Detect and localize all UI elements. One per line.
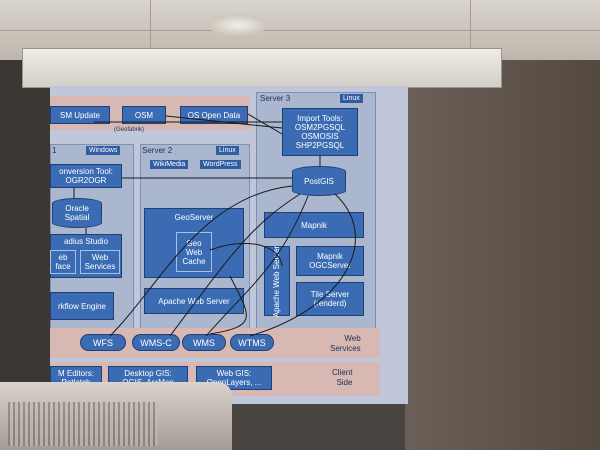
osm-box: OSM [122, 106, 166, 124]
server1-title: 1 [52, 146, 57, 155]
conversion-tool-box: onversion Tool: OGR2OGR [50, 164, 122, 188]
mapnik-ogc-line1: Mapnik [317, 252, 343, 261]
radius-web-line1: eb [58, 253, 68, 262]
connector-lines [73, 113, 356, 337]
osm-update-label: SM Update [59, 110, 101, 120]
radius-web-services-box: Web Services [80, 250, 120, 274]
geowebcache-line1: Geo [186, 238, 202, 248]
device-grille [8, 402, 158, 446]
import-tool-shp2pgsql: SHP2PGSQL [295, 141, 345, 150]
projector-screen-case [22, 48, 502, 88]
conversion-tool-line2: OGR2OGR [65, 176, 107, 185]
postgis-cylinder: PostGIS [292, 166, 346, 196]
ceiling-seam [470, 0, 471, 60]
oracle-line2: Spatial [64, 213, 90, 222]
connector-line [169, 193, 301, 337]
web-gis-line2: OpenLayers, ... [206, 378, 262, 387]
web-services-caption: Web Services [330, 334, 361, 354]
wordpress-tag: WordPress [200, 160, 241, 169]
osm-source-note: (Geofabrik) [114, 127, 145, 133]
workflow-engine-box: rkflow Engine [50, 292, 114, 320]
wfs-label: WFS [93, 337, 113, 348]
client-side-caption-line2: Side [336, 378, 353, 387]
wfs-pill: WFS [80, 334, 126, 351]
server1-os-tag: Windows [86, 146, 121, 155]
web-gis-box: Web GIS: OpenLayers, ... [196, 366, 272, 390]
connector-line [209, 275, 247, 335]
conversion-tool-line1: onversion Tool: [59, 167, 113, 176]
osm-editors-line1: M Editors: [57, 369, 94, 378]
ceiling-seam [150, 0, 151, 60]
radius-web-line2: face [55, 262, 71, 271]
connector-line [249, 193, 356, 337]
tile-server-line2: (renderd) [313, 299, 347, 308]
geoserver-label: GeoServer [174, 213, 214, 222]
oracle-line1: Oracle [65, 204, 89, 213]
server3-os-tag: Linux [340, 94, 363, 103]
import-tools-box: Import Tools: OSM2PGSQL OSMOSIS SHP2PGSQ… [282, 108, 358, 156]
apache-web-server-box: Apache Web Server [144, 288, 244, 314]
geowebcache-line3: Cache [182, 256, 206, 266]
import-tools-title: Import Tools: [297, 114, 343, 123]
wms-c-label: WMS-C [140, 337, 172, 348]
client-side-caption-line1: Client [332, 368, 353, 377]
geowebcache-box: Geo Web Cache [176, 232, 212, 272]
radius-studio-title: adius Studio [63, 237, 109, 246]
geowebcache-line2: Web [185, 247, 203, 257]
os-open-data-label: OS Open Data [187, 110, 241, 120]
mapnik-label: Mapnik [301, 220, 327, 230]
wtms-label: WTMS [238, 337, 266, 348]
radius-ws-line2: Services [84, 262, 116, 271]
connector-line [209, 243, 283, 267]
projection-screen: SM Update OSM (Geofabrik) OS Open Data S… [50, 86, 408, 404]
wikimedia-tag: WikiMedia [150, 160, 189, 169]
connector-line [247, 113, 283, 135]
server2-title: Server 2 [142, 146, 173, 155]
apache-vertical-box: Apache Web Server [264, 245, 290, 317]
wms-label: WMS [193, 337, 215, 348]
apache-web-server-label: Apache Web Server [158, 296, 230, 306]
import-tool-osmosis: OSMOSIS [301, 132, 339, 141]
osm-update-box: SM Update [50, 106, 110, 124]
tile-server-line1: Tile Server [310, 290, 350, 299]
osm-label: OSM [134, 110, 154, 120]
import-tool-osm2pgsql: OSM2PGSQL [294, 123, 346, 132]
radius-web-interface-box: eb face [50, 250, 76, 274]
connector-line [205, 195, 309, 337]
connector-line [165, 115, 283, 129]
oracle-spatial-cylinder: Oracle Spatial [52, 198, 102, 228]
mapnik-box: Mapnik [264, 212, 364, 238]
desktop-gis-line1: Desktop GIS: [124, 369, 172, 378]
postgis-label: PostGIS [304, 176, 334, 186]
wtms-pill: WTMS [230, 334, 274, 351]
connector-line [109, 185, 293, 337]
client-side-caption: Client Side [332, 368, 352, 388]
web-services-caption-line1: Web [344, 334, 361, 343]
ceiling-lamp [208, 14, 268, 36]
web-gis-line1: Web GIS: [216, 369, 252, 378]
web-services-caption-line2: Services [330, 344, 361, 353]
workflow-engine-label: rkflow Engine [57, 301, 107, 311]
server2-os-tag: Linux [216, 146, 239, 155]
wall-right [405, 60, 600, 450]
ceiling-seam [0, 30, 600, 31]
mapnik-ogc-line2: OGCServer [309, 261, 351, 270]
server3-title: Server 3 [260, 94, 291, 103]
radius-ws-line1: Web [91, 253, 109, 262]
mapnik-ogc-box: Mapnik OGCServer [296, 246, 364, 276]
wms-c-pill: WMS-C [132, 334, 180, 351]
wms-pill: WMS [182, 334, 226, 351]
